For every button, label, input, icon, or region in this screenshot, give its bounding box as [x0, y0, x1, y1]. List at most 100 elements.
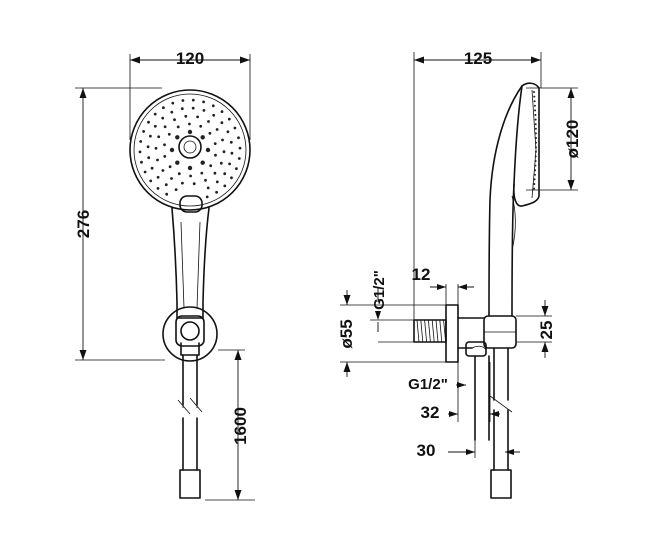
arrow-1600-top [234, 350, 242, 360]
nozzle-dot [213, 171, 217, 175]
nozzle-dot [205, 195, 209, 199]
nozzle-dot [181, 181, 184, 185]
nozzle-dot [147, 120, 150, 124]
nozzle-dot [209, 164, 213, 168]
nozzle-dot [191, 98, 195, 102]
nozzle-dot [200, 135, 205, 140]
nozzle-dot [156, 187, 160, 190]
nozzle-dot [220, 110, 224, 113]
side-nozzle-dot [533, 104, 536, 107]
side-bracket-arm [457, 317, 485, 349]
side-nozzle-dot [533, 183, 536, 185]
arrow-g12-top [375, 311, 381, 320]
arrow-125-right [531, 56, 541, 64]
arrow-12-right [458, 284, 467, 290]
nozzle-dot [163, 125, 167, 129]
nozzle-dot [168, 165, 172, 169]
label-height-276: 276 [74, 210, 93, 238]
handle-outline [171, 207, 210, 319]
thread-hatching [416, 319, 446, 343]
nozzle-dot [233, 126, 237, 130]
nozzle-dot [188, 122, 191, 126]
nozzle-dot [142, 130, 146, 133]
nozzle-pattern [138, 98, 242, 199]
front-view [129, 89, 251, 499]
nozzle-dot [227, 117, 231, 121]
arrow-30-right [505, 449, 514, 455]
thread-line [435, 319, 439, 343]
nozzle-dot [211, 104, 215, 108]
nozzle-dot [230, 151, 234, 155]
nozzle-dot [175, 160, 180, 165]
label-dim-30: 30 [417, 441, 436, 460]
ext-line-120 [129, 54, 251, 140]
thread-line [424, 319, 427, 343]
nozzle-dot [156, 175, 160, 179]
label-hose-1600: 1600 [231, 407, 250, 445]
side-nozzle-dot [535, 141, 537, 144]
thread-line [420, 319, 424, 343]
nozzle-dot [165, 192, 169, 196]
arrow-120-right [240, 56, 250, 64]
nozzle-dot [226, 130, 230, 134]
side-nozzle-dot [534, 160, 537, 162]
handle-edge-right [196, 221, 201, 309]
nozzle-dot [184, 114, 188, 118]
nozzle-dot [154, 146, 158, 150]
side-nozzle-dot [535, 137, 537, 139]
nozzle-dot [215, 180, 219, 184]
side-nozzle-dot [534, 123, 537, 126]
hose-end-fitting [179, 469, 201, 499]
thread-line [428, 319, 431, 343]
side-nozzle-dot [534, 109, 537, 112]
bracket-holder [175, 315, 205, 347]
label-thread-bottom: G1/2" [408, 376, 448, 393]
nozzle-dot [175, 135, 180, 140]
nozzle-dot [153, 124, 157, 128]
side-nozzle-dot [533, 178, 536, 181]
nozzle-dot [206, 186, 210, 190]
nozzle-dot [143, 170, 147, 174]
arrow-o120-top [567, 88, 575, 98]
nozzle-dot [214, 153, 217, 157]
nozzle-dot [149, 179, 153, 183]
nozzle-dot [192, 182, 196, 186]
nozzle-dot [163, 155, 167, 158]
side-head-outline [513, 82, 540, 207]
nozzle-dot [171, 101, 175, 105]
label-width-120: 120 [176, 49, 204, 68]
nozzle-dot [196, 115, 200, 119]
nozzle-dot [181, 99, 185, 102]
side-nozzle-dot [533, 173, 536, 176]
arrow-25-top [541, 306, 549, 316]
ext-line-12 [445, 284, 459, 305]
nozzle-dot [139, 140, 143, 143]
nozzle-dot [169, 147, 175, 153]
bracket-outlet [180, 321, 200, 341]
arrow-120-left [130, 56, 140, 64]
hose-break-top [182, 405, 198, 408]
nozzle-dot [140, 160, 143, 164]
side-nozzle-dot [534, 169, 537, 172]
nozzle-dot [237, 157, 241, 160]
nozzle-dot [200, 171, 204, 175]
nozzle-dot [237, 136, 240, 140]
side-hose-nut [465, 341, 487, 357]
nozzle-dot [219, 161, 223, 165]
nozzle-dot [221, 138, 224, 142]
side-nozzle-dot [534, 132, 537, 135]
front-dimensions: 120 276 1600 [74, 49, 255, 501]
center-button-inner [183, 140, 197, 154]
nozzle-dot [150, 166, 154, 170]
arrow-o120-bottom [567, 180, 575, 190]
nozzle-dot [163, 143, 166, 147]
nozzle-dot [164, 183, 168, 187]
hose-nut [180, 342, 200, 356]
nozzle-dot [187, 165, 193, 171]
arrow-32-left [449, 411, 458, 417]
nozzle-dot [213, 142, 217, 146]
nozzle-dot [200, 160, 205, 165]
nozzle-dot [153, 112, 157, 116]
ext-line-o55 [340, 304, 446, 363]
hose-bottom [182, 417, 198, 471]
